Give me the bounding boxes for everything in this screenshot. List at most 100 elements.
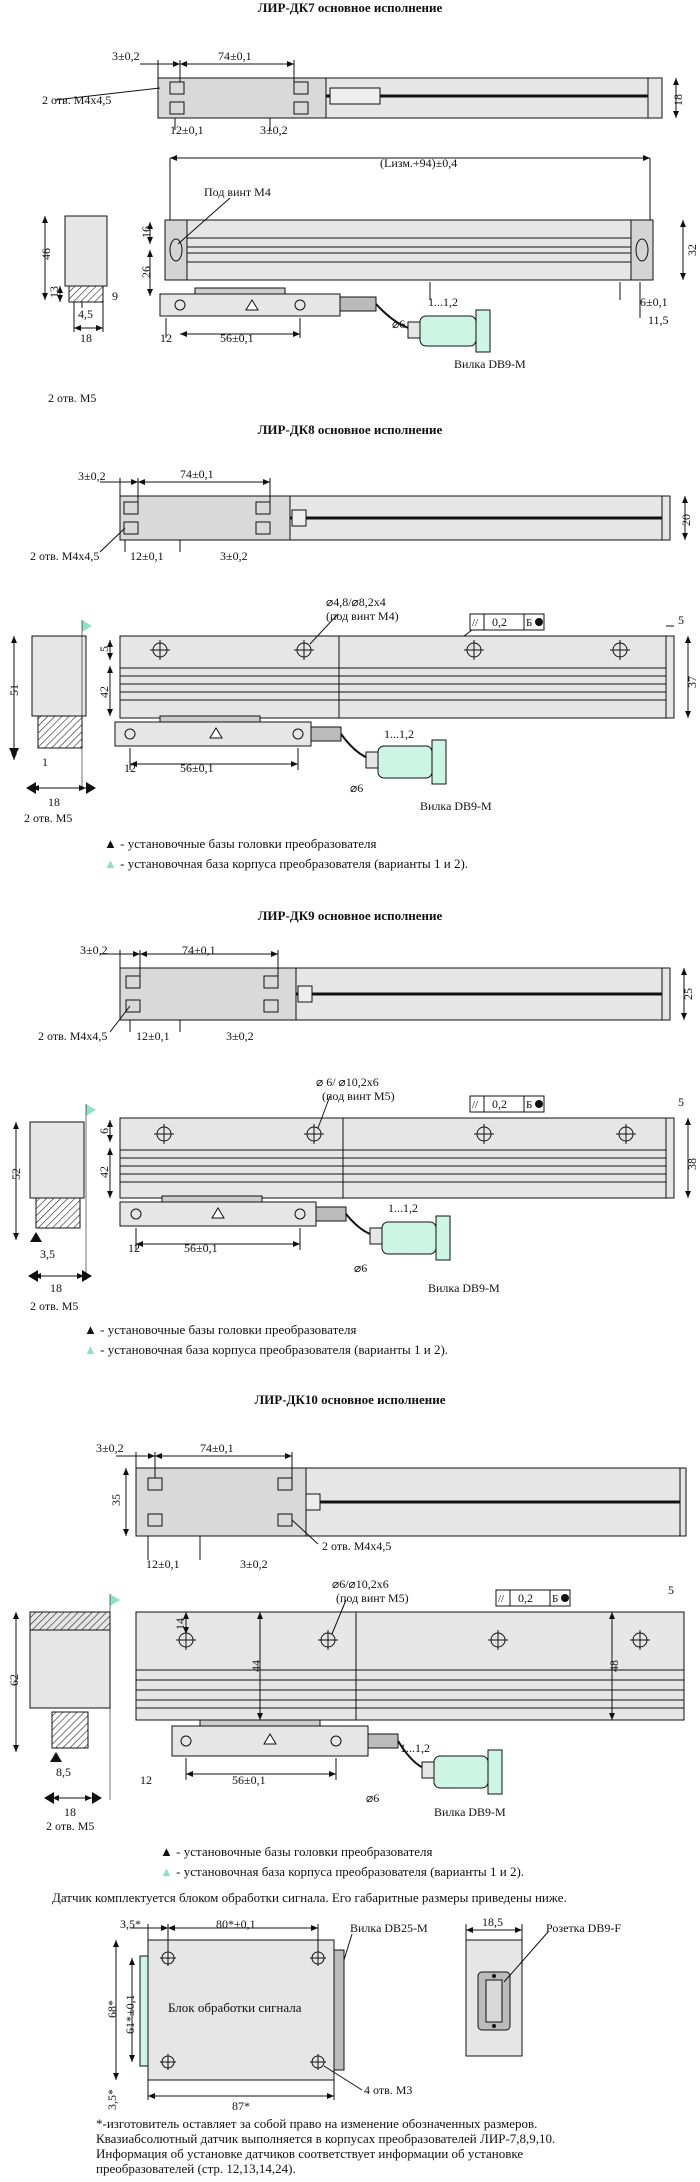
dk8-tol-datum: Б bbox=[526, 617, 532, 629]
dk7-side-dim-46: 46 bbox=[39, 248, 53, 260]
dk9-dim-56: 56±0,1 bbox=[184, 1241, 218, 1255]
dk10-tol-value: 0,2 bbox=[518, 1591, 533, 1605]
dk10-dim-5: 5 bbox=[668, 1583, 674, 1597]
dk7-dim-3a: 3±0,2 bbox=[112, 49, 140, 63]
dk9-side-dim-18: 18 bbox=[50, 1281, 62, 1295]
dk7-side-dim-13: 13 bbox=[47, 286, 61, 298]
solid-triangle-icon: ▲ bbox=[84, 1322, 97, 1337]
dk9-dim-d6: ⌀6 bbox=[354, 1261, 367, 1275]
signal-block-dim-3-5a: 3,5* bbox=[120, 1917, 141, 1931]
dk9-side-holes: 2 отв. М5 bbox=[30, 1299, 78, 1313]
dk8-dim-20: 20 bbox=[679, 514, 693, 526]
dk9-connector-label: Вилка DB9-M bbox=[428, 1281, 500, 1295]
dk7-dim-gap: 1...1,2 bbox=[428, 295, 458, 309]
dk9-dim-42: 42 bbox=[97, 1166, 111, 1178]
dk7-dim-12: 12±0,1 bbox=[170, 123, 204, 137]
dk10-dim-14: 14 bbox=[173, 1618, 187, 1630]
dk10-dim-12: 12±0,1 bbox=[146, 1557, 180, 1571]
dk8-dim-12: 12±0,1 bbox=[130, 549, 164, 563]
dk8-dim-5-end: 5 bbox=[678, 613, 684, 627]
dk9-screw-label: (под винт М5) bbox=[322, 1089, 395, 1103]
dk10-holes-label: 2 отв. М4х4,5 bbox=[322, 1539, 391, 1553]
dk9-side-dim-52: 52 bbox=[9, 1168, 23, 1180]
dk7-top-view bbox=[54, 60, 679, 130]
signal-block-dim-68: 68* bbox=[105, 2000, 119, 2018]
dk9-hole-spec: ⌀ 6/ ⌀10,2х6 bbox=[316, 1075, 379, 1089]
signal-block-dim-61: 61*±0,1 bbox=[123, 1994, 137, 2034]
dk9-dim-3a: 3±0,2 bbox=[80, 943, 108, 957]
dk7-dim-26: 26 bbox=[139, 266, 153, 278]
dk8-tol-symbol: // bbox=[472, 617, 479, 629]
dk9-front-view bbox=[107, 1095, 691, 1261]
dk10-legend-hollow: ▲ - установочная база корпуса преобразов… bbox=[160, 1864, 525, 1879]
dk7-dim-d6: ⌀6 bbox=[392, 317, 405, 331]
dk7-dim-16: 16 bbox=[139, 226, 153, 238]
solid-triangle-icon: ▲ bbox=[104, 836, 117, 851]
dk10-legend-solid: ▲ - установочные базы головки преобразов… bbox=[160, 1844, 433, 1859]
dk8-hole-spec: ⌀4,8/⌀8,2х4 bbox=[326, 595, 386, 609]
dk7-side-dim-9: 9 bbox=[112, 289, 118, 303]
dk9-side-dim-3-5: 3,5 bbox=[40, 1247, 55, 1261]
dk10-side-dim-8-5: 8,5 bbox=[56, 1765, 71, 1779]
dk8-holes-label: 2 отв. М4х4,5 bbox=[30, 549, 99, 563]
signal-block-front bbox=[113, 1924, 363, 2100]
signal-block-dim-80: 80*±0,1 bbox=[216, 1917, 256, 1931]
dk10-side-dim-62: 62 bbox=[7, 1674, 21, 1686]
outline-triangle-icon: ▲ bbox=[104, 856, 117, 871]
footnote-1: *-изготовитель оставляет за собой право … bbox=[96, 2116, 538, 2131]
signal-block-plug: Вилка DB25-M bbox=[350, 1921, 428, 1935]
dk8-side-view bbox=[9, 620, 96, 794]
dk9-dim-3b: 3±0,2 bbox=[226, 1029, 254, 1043]
dk10-side-dim-18: 18 bbox=[64, 1805, 76, 1819]
dk10-connector-label: Вилка DB9-M bbox=[434, 1805, 506, 1819]
dk10-dim-3a: 3±0,2 bbox=[96, 1441, 124, 1455]
dk8-front-view bbox=[107, 613, 691, 785]
dk10-dim-3b: 3±0,2 bbox=[240, 1557, 268, 1571]
dk8-legend-solid: ▲ - установочные базы головки преобразов… bbox=[104, 836, 377, 851]
dk8-tol-value: 0,2 bbox=[492, 615, 507, 629]
dk7-screw-label: Под винт М4 bbox=[204, 185, 271, 199]
dk7-dim-56: 56±0,1 bbox=[220, 331, 254, 345]
dk9-dim-gap: 1...1,2 bbox=[388, 1201, 418, 1215]
dk7-connector-label: Вилка DB9-M bbox=[454, 357, 526, 371]
dk7-overall-length: (Lизм.+94)±0,4 bbox=[380, 156, 457, 170]
dk7-side-dim-18: 18 bbox=[80, 331, 92, 345]
footnote-4: преобразователей (стр. 12,13,14,24). bbox=[96, 2161, 296, 2176]
dk10-side-holes: 2 отв. М5 bbox=[46, 1819, 94, 1833]
dk9-dim-38: 38 bbox=[685, 1158, 699, 1170]
dk7-dim-11-5: 11,5 bbox=[648, 313, 669, 327]
signal-block-intro: Датчик комплектуется блоком обработки си… bbox=[52, 1890, 567, 1905]
dk9-dim-25: 25 bbox=[681, 988, 695, 1000]
dk10-screw-label: (под винт М5) bbox=[336, 1591, 409, 1605]
signal-block-socket: Розетка DB9-F bbox=[546, 1921, 621, 1935]
signal-block-holes: 4 отв. М3 bbox=[364, 2083, 412, 2097]
dk9-tol-symbol: // bbox=[472, 1099, 479, 1111]
outline-triangle-icon: ▲ bbox=[160, 1864, 173, 1879]
dk10-dim-12: 12 bbox=[140, 1773, 152, 1787]
dk10-dim-44: 44 bbox=[249, 1660, 263, 1672]
dk8-side-holes: 2 отв. М5 bbox=[24, 811, 72, 825]
dk10-dim-35: 35 bbox=[109, 1494, 123, 1506]
dk10-dim-gap: 1...1,2 bbox=[400, 1741, 430, 1755]
section-title-dk10: ЛИР-ДК10 основное исполнение bbox=[254, 1392, 446, 1407]
section-title-dk9: ЛИР-ДК9 основное исполнение bbox=[257, 908, 443, 923]
dk9-dim-5: 5 bbox=[678, 1095, 684, 1109]
dk8-side-dim-18: 18 bbox=[48, 795, 60, 809]
signal-block-side bbox=[465, 1924, 549, 2057]
dk9-dim-6: 6 bbox=[97, 1128, 111, 1134]
dk8-dim-5: 5 bbox=[97, 646, 111, 652]
dk10-dim-d6: ⌀6 bbox=[366, 1791, 379, 1805]
outline-triangle-icon: ▲ bbox=[84, 1342, 97, 1357]
dk9-legend-hollow: ▲ - установочная база корпуса преобразов… bbox=[84, 1342, 449, 1357]
dk7-holes-label: 2 отв. М4х4,5 bbox=[42, 93, 111, 107]
dk8-connector-label: Вилка DB9-M bbox=[420, 799, 492, 813]
dk7-side-holes: 2 отв. М5 bbox=[48, 391, 96, 405]
signal-block-dim-3-5b: 3,5* bbox=[105, 2089, 119, 2110]
signal-block-dim-18-5: 18,5 bbox=[482, 1915, 503, 1929]
footnote-3: Информация об установке датчиков соответ… bbox=[96, 2146, 524, 2161]
dk10-side-view bbox=[13, 1594, 120, 1804]
dk8-dim-12: 12 bbox=[124, 761, 136, 775]
dk9-side-view bbox=[13, 1104, 96, 1282]
section-title-dk8: ЛИР-ДК8 основное исполнение bbox=[257, 422, 443, 437]
